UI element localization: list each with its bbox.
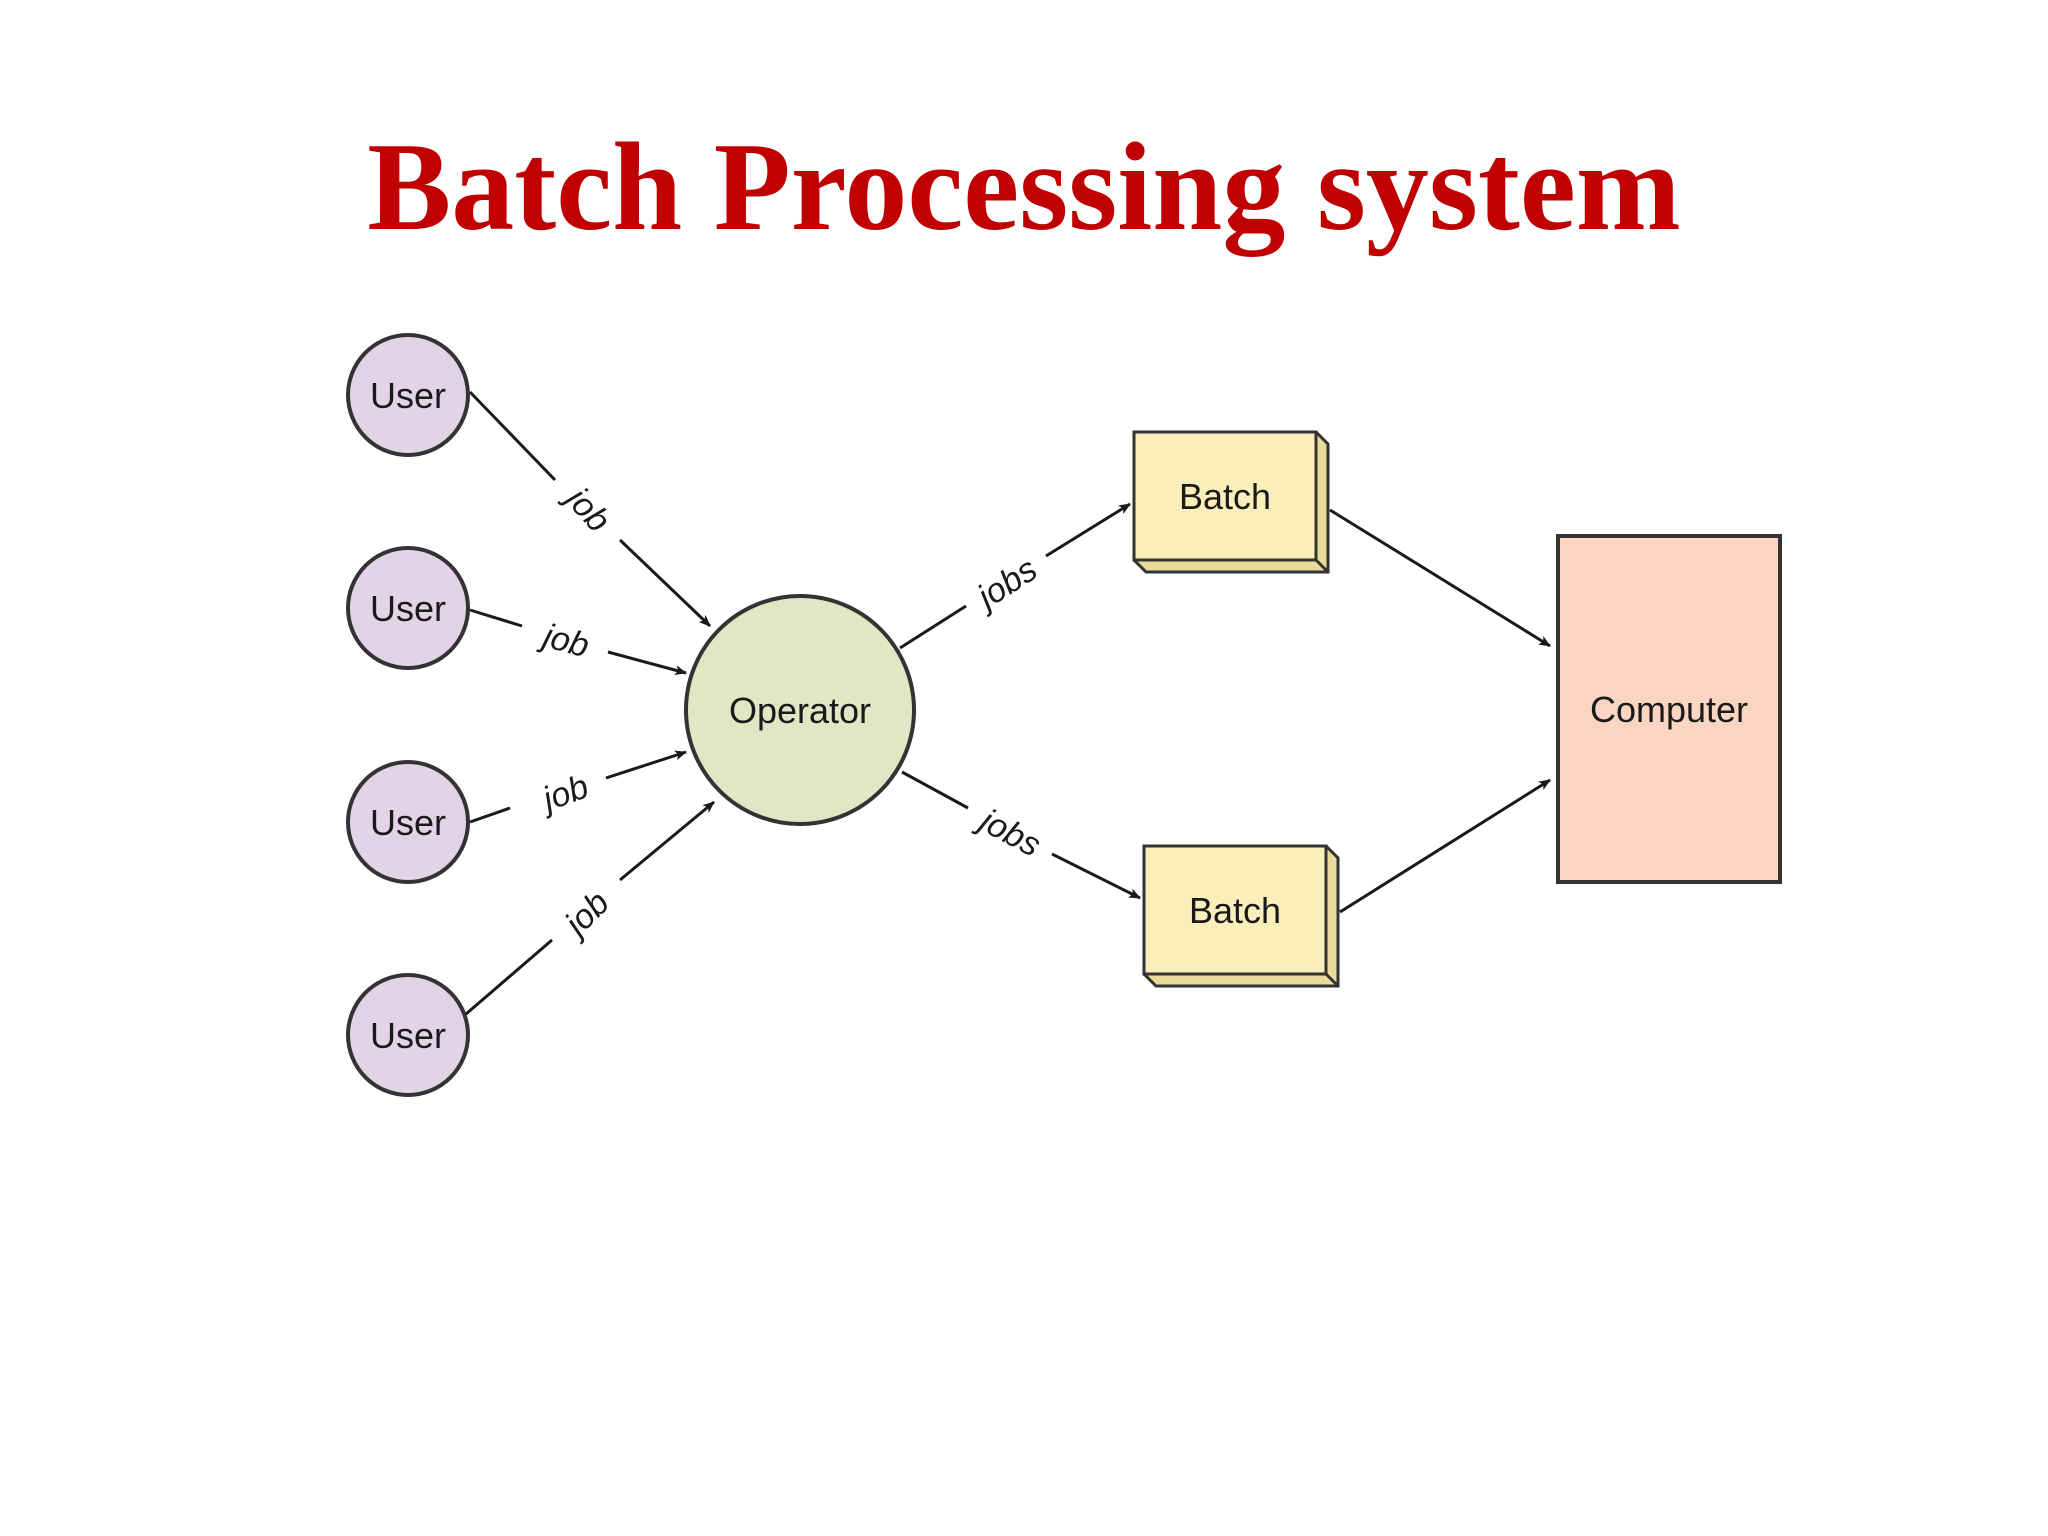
edge-label-jobs: jobs — [970, 800, 1046, 865]
page-title: Batch Processing system — [367, 118, 1681, 257]
edge-label-job: job — [556, 477, 617, 539]
edge-user2-operator: job — [469, 608, 687, 675]
computer-label: Computer — [1590, 689, 1748, 730]
edge-operator-batch1: jobs — [899, 502, 1131, 650]
user-node: User — [346, 546, 470, 670]
computer-node: Computer — [1556, 534, 1782, 884]
edge-user4-operator: job — [465, 800, 715, 1016]
user-label: User — [370, 375, 446, 416]
edge-batch2-computer — [1339, 778, 1551, 914]
user-label: User — [370, 588, 446, 629]
operator-node: Operator — [684, 594, 916, 826]
user-node: User — [346, 973, 470, 1097]
edge-operator-batch2: jobs — [901, 770, 1141, 900]
edge-label-job: job — [534, 767, 593, 820]
batch-node: Batch — [1142, 844, 1340, 988]
edge-label-jobs: jobs — [968, 550, 1044, 618]
user-node: User — [346, 333, 470, 457]
edge-batch1-computer — [1329, 508, 1551, 648]
user-label: User — [370, 802, 446, 843]
edge-user3-operator: job — [469, 750, 687, 824]
edge-user1-operator: job — [468, 390, 712, 628]
batch-node: Batch — [1132, 430, 1330, 574]
edge-label-job: job — [536, 616, 594, 665]
batch-label: Batch — [1189, 890, 1281, 931]
batch-label: Batch — [1179, 476, 1271, 517]
operator-label: Operator — [729, 690, 871, 731]
edge-label-job: job — [555, 884, 617, 946]
user-label: User — [370, 1015, 446, 1056]
user-node: User — [346, 760, 470, 884]
